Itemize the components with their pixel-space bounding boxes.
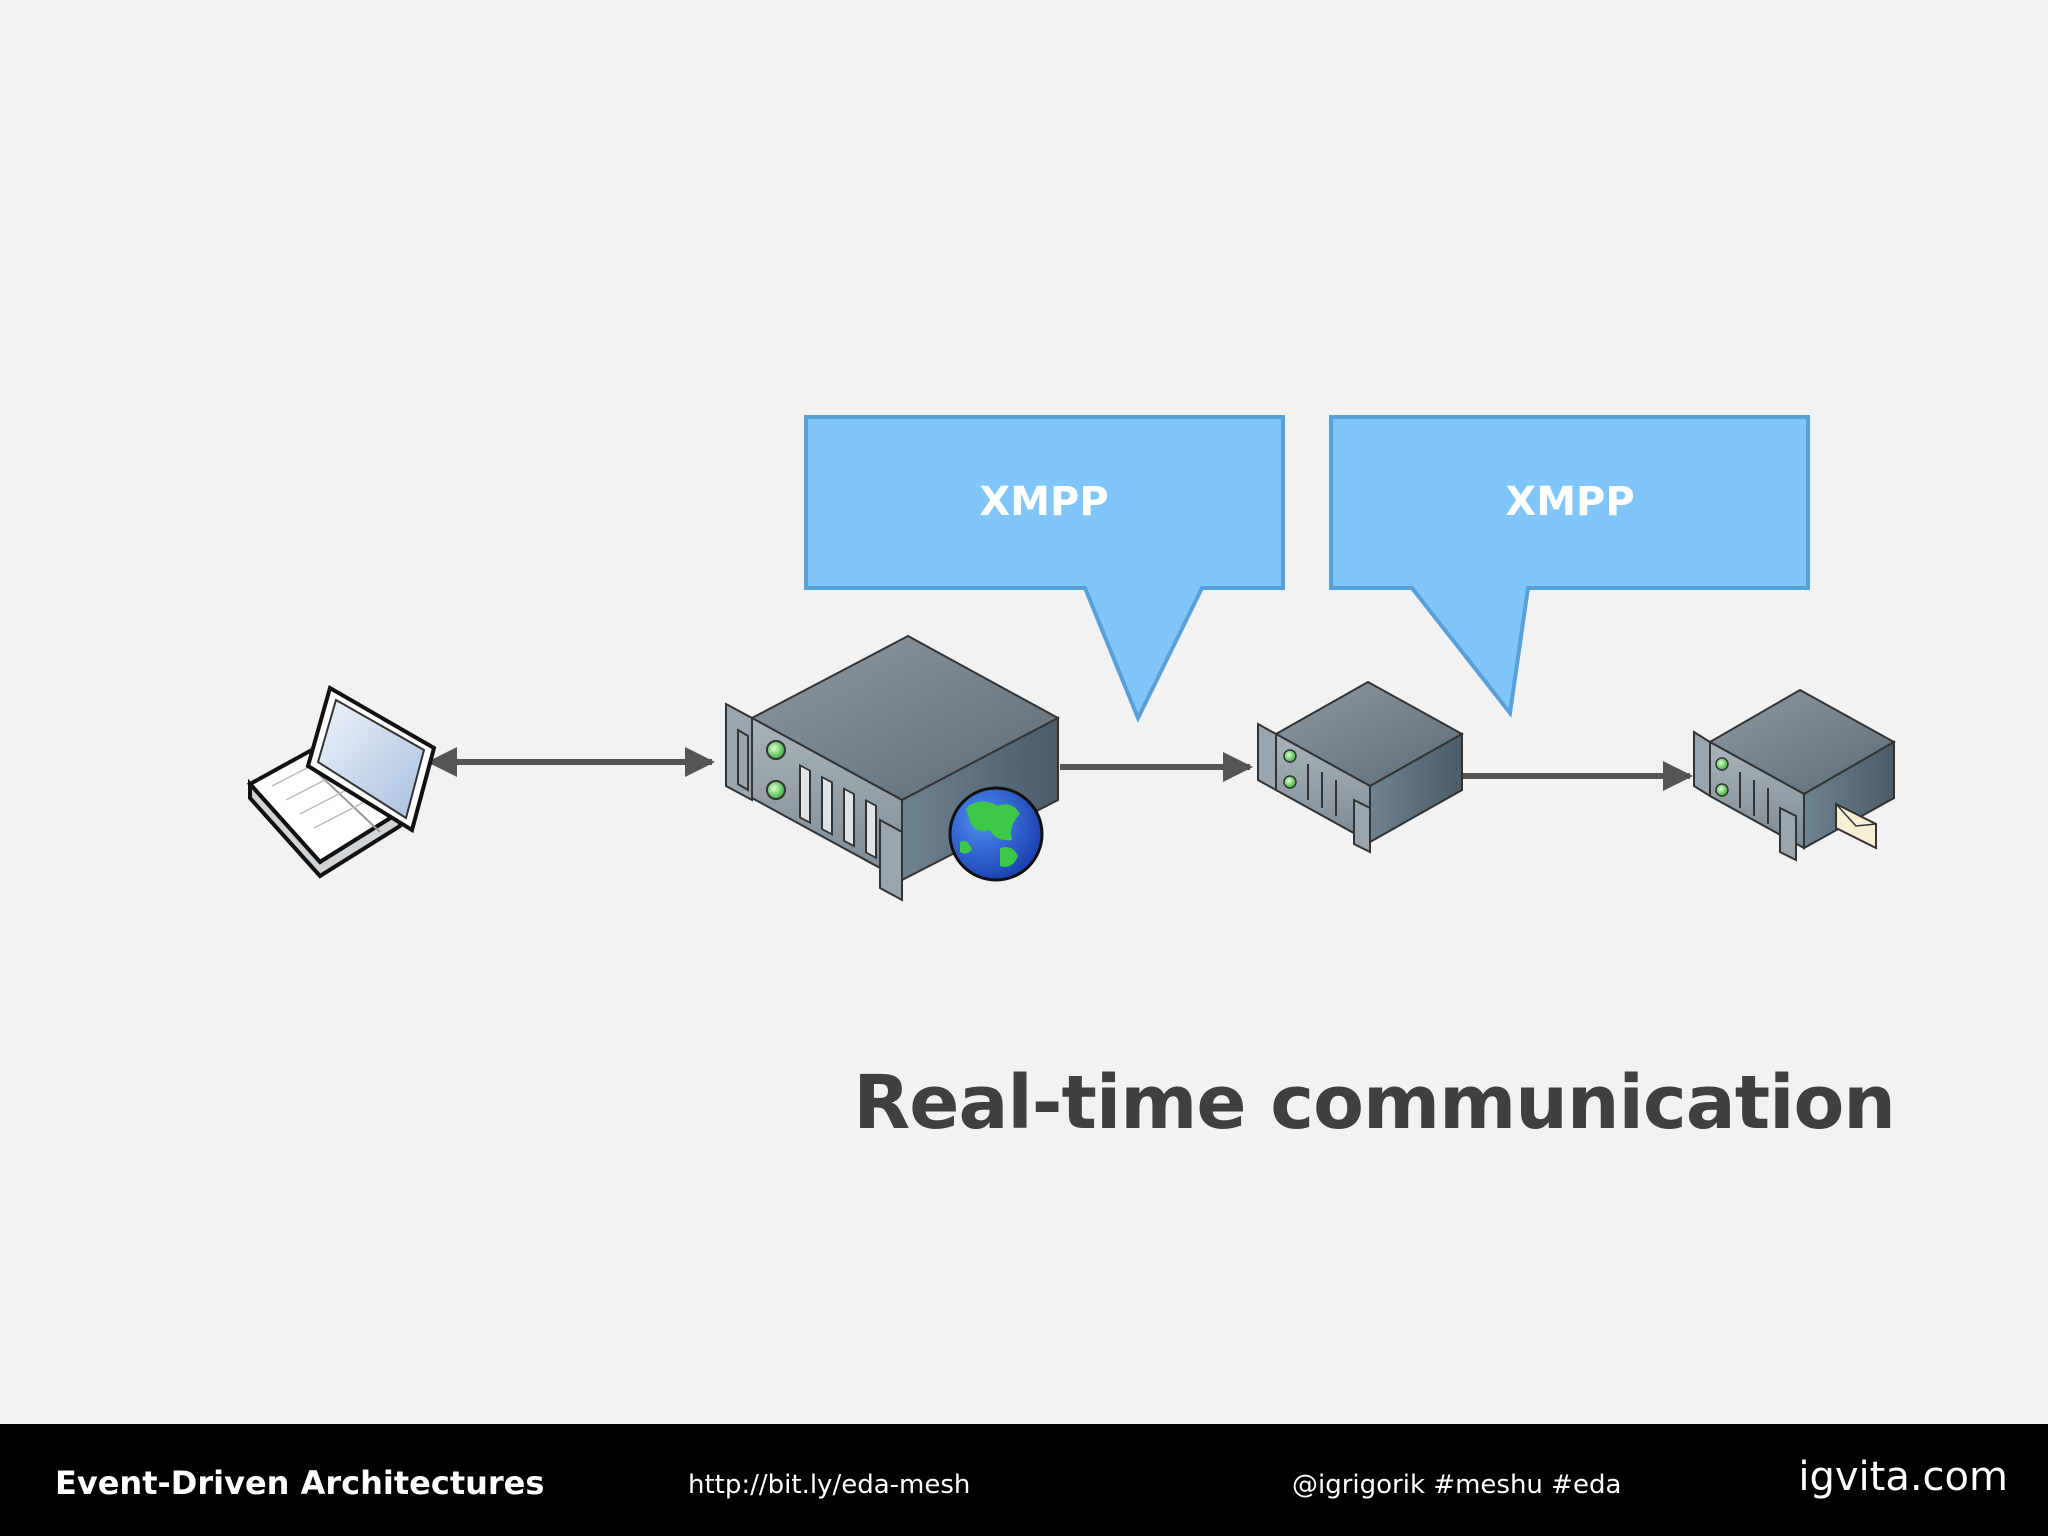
mail-server-icon: [1693, 688, 1897, 862]
footer-bar: Event-Driven Architectures http://bit.ly…: [0, 1424, 2048, 1536]
footer-brand-logo[interactable]: igvita.com: [1798, 1454, 2008, 1500]
laptop-icon: [246, 684, 437, 879]
callout-xmpp-1: XMPP: [804, 415, 1285, 723]
callout-xmpp-2: XMPP: [1329, 415, 1810, 718]
footer-url-link[interactable]: http://bit.ly/eda-mesh: [688, 1470, 971, 1500]
footer-presentation-title: Event-Driven Architectures: [55, 1464, 545, 1502]
footer-hashtags: @igrigorik #meshu #eda: [1292, 1470, 1622, 1500]
callout-label: XMPP: [979, 479, 1108, 525]
globe-icon: [948, 786, 1044, 882]
server-icon: [1257, 680, 1465, 854]
slide-title: Real-time communication: [853, 1060, 1896, 1146]
envelope-icon: [1835, 802, 1877, 850]
diagram-canvas: XMPP XMPP: [246, 415, 1897, 902]
callout-label: XMPP: [1505, 479, 1634, 525]
